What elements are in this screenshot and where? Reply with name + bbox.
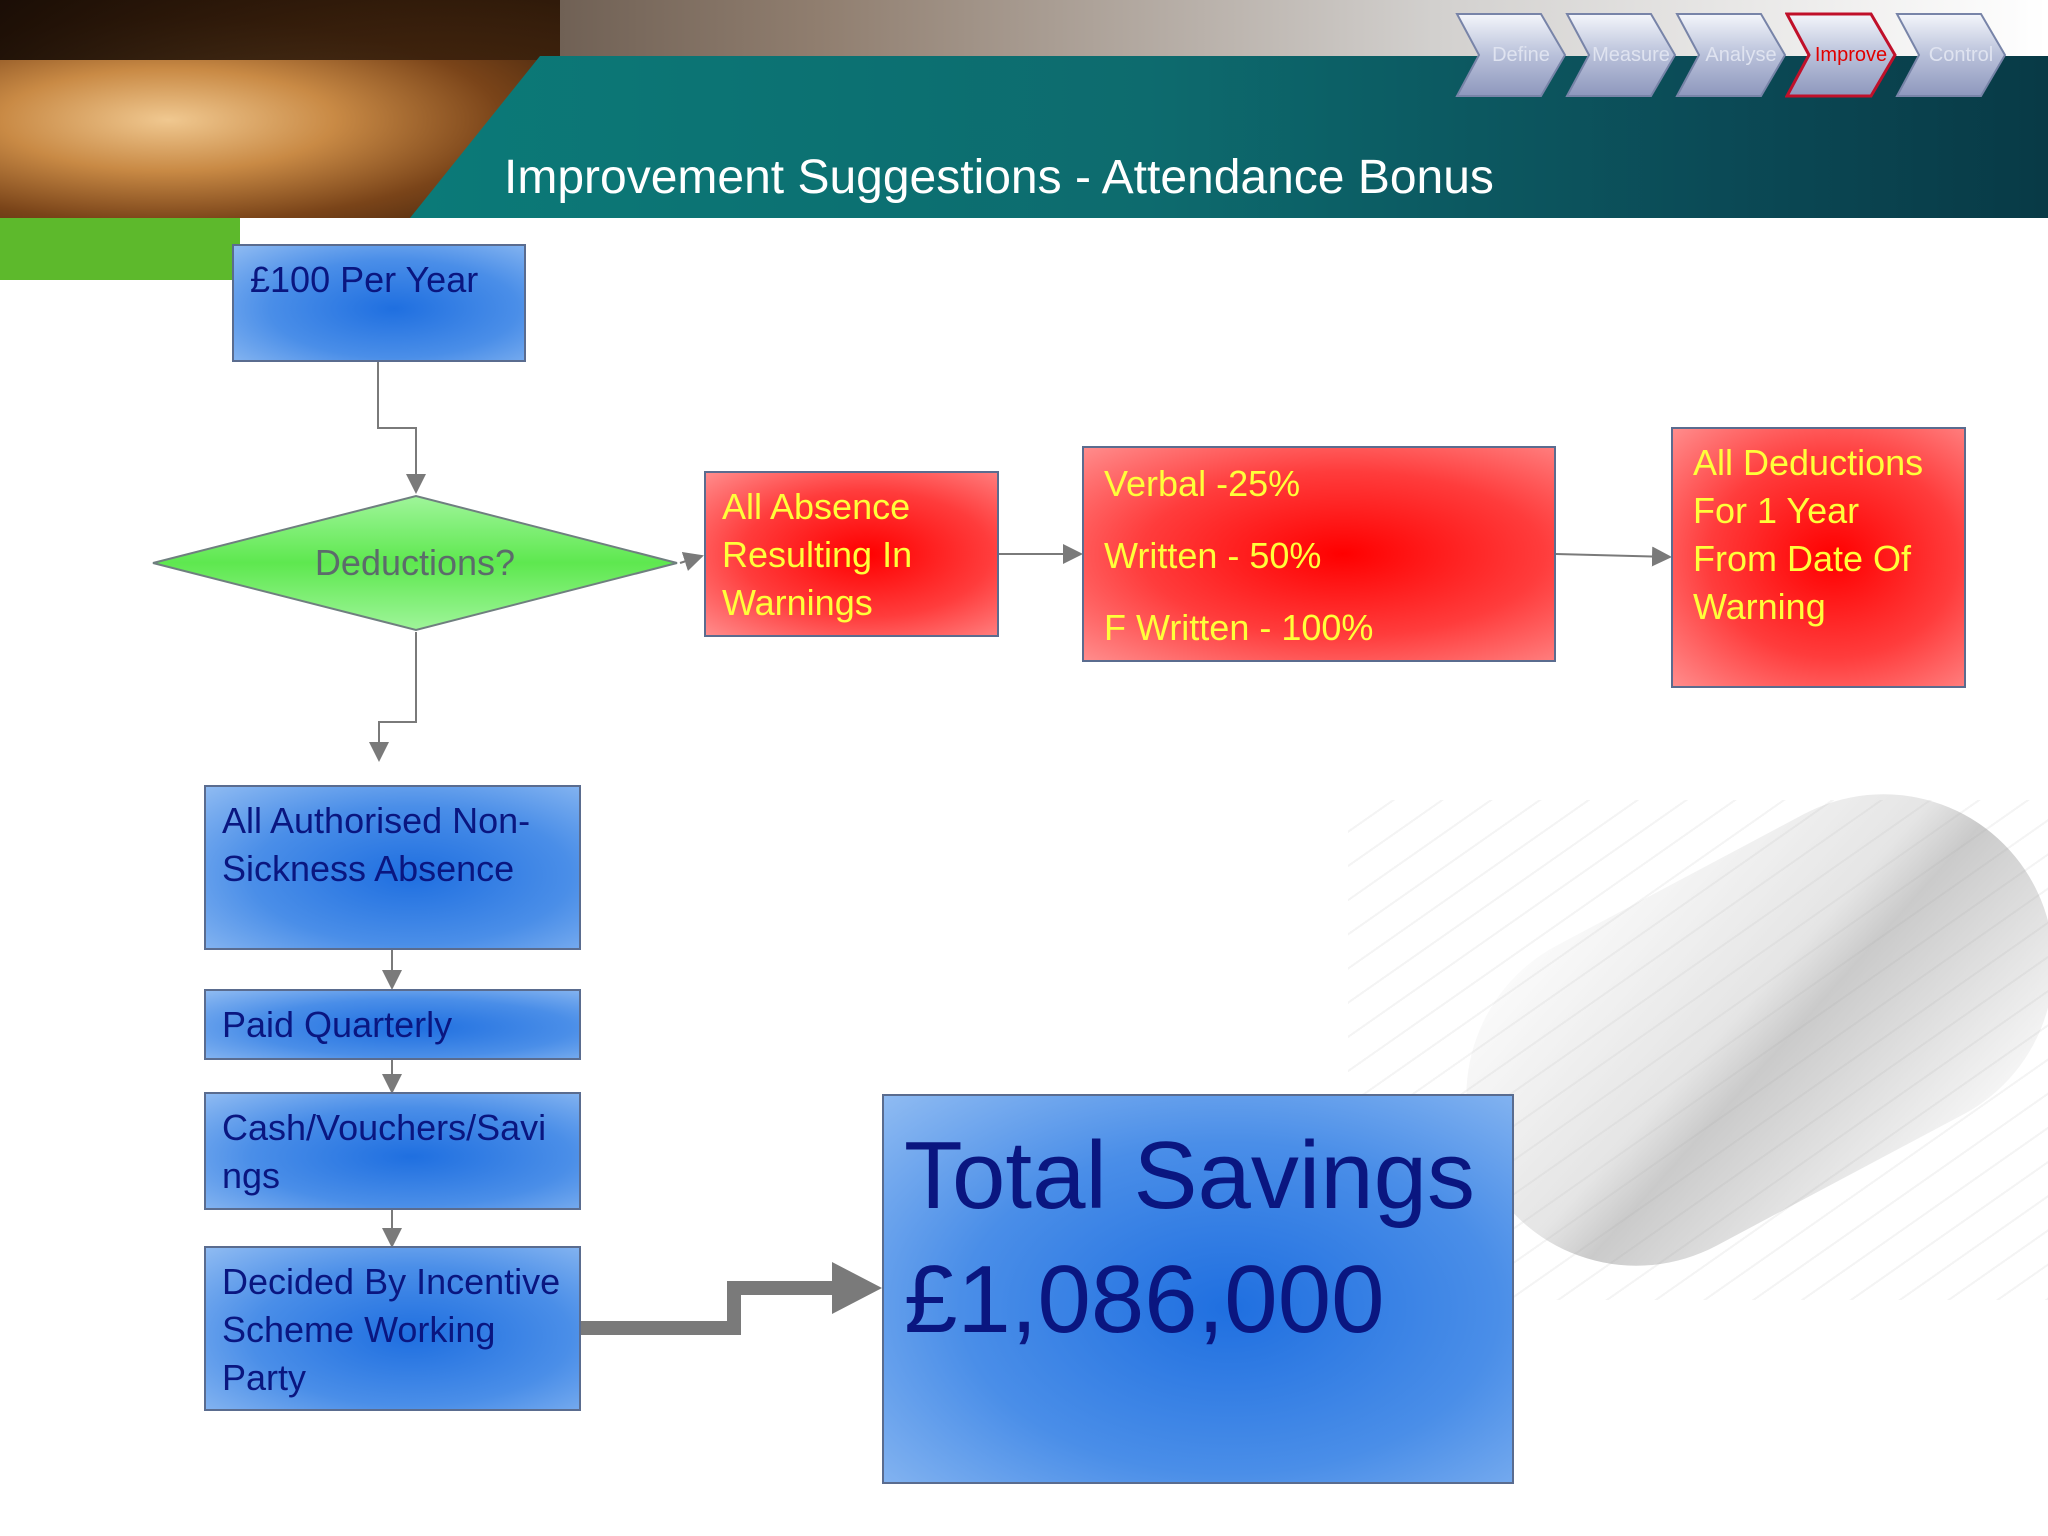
- start-box: £100 Per Year: [232, 244, 526, 362]
- decided-by-text: Decided By Incentive Scheme Working Part…: [222, 1261, 561, 1398]
- decided-by-box: Decided By Incentive Scheme Working Part…: [204, 1246, 581, 1411]
- deduction-period-text: All Deductions For 1 Year From Date Of W…: [1693, 442, 1924, 627]
- deduction-period-box: All Deductions For 1 Year From Date Of W…: [1671, 427, 1966, 688]
- method-box: Cash/Vouchers/Savings: [204, 1092, 581, 1210]
- decision-diamond: Deductions?: [150, 494, 680, 632]
- nav-step-label: Control: [1928, 44, 1994, 66]
- start-text: £100 Per Year: [250, 259, 479, 300]
- decision-text: Deductions?: [314, 542, 516, 583]
- total-label: Total Savings: [904, 1122, 1475, 1229]
- slide-title: Improvement Suggestions - Attendance Bon…: [504, 151, 1494, 204]
- rates-box: Verbal -25% Written - 50% F Written - 10…: [1082, 446, 1556, 662]
- nav-step-measure[interactable]: Measure: [1565, 12, 1677, 98]
- method-text: Cash/Vouchers/Savings: [222, 1107, 547, 1196]
- title-band: [410, 56, 2048, 218]
- connector-rates-to-period: [1555, 546, 1672, 567]
- payment-text: Paid Quarterly: [222, 1004, 453, 1045]
- connector-decision-to-warnings: [679, 551, 704, 571]
- warnings-text: All Absence Resulting In Warnings: [722, 486, 913, 623]
- dmaic-nav: Define Measure Analyse Improve Control: [1455, 12, 2007, 98]
- nav-step-label: Measure: [1592, 44, 1670, 66]
- nav-step-analyse[interactable]: Analyse: [1675, 12, 1787, 98]
- connector-start-to-decision: [377, 362, 426, 494]
- total-arrowhead: [832, 1262, 882, 1314]
- connector-decision-to-absence: [369, 632, 417, 762]
- nav-step-define[interactable]: Define: [1455, 12, 1567, 98]
- nav-step-label: Improve: [1814, 44, 1888, 66]
- rate-written: Written - 50%: [1104, 535, 1322, 576]
- nav-step-control[interactable]: Control: [1895, 12, 2007, 98]
- payment-box: Paid Quarterly: [204, 989, 581, 1060]
- absence-text: All Authorised Non- Sickness Absence: [222, 800, 531, 889]
- total-savings-box: Total Savings £1,086,000: [882, 1094, 1514, 1484]
- accent-band: [0, 218, 240, 280]
- rate-final-written: F Written - 100%: [1104, 607, 1374, 648]
- absence-box: All Authorised Non- Sickness Absence: [204, 785, 581, 950]
- nav-step-label: Analyse: [1705, 44, 1777, 66]
- connector-decided-to-total: [580, 1281, 836, 1335]
- warnings-box: All Absence Resulting In Warnings: [704, 471, 999, 637]
- rate-verbal: Verbal -25%: [1104, 463, 1301, 504]
- nav-step-improve[interactable]: Improve: [1785, 12, 1897, 98]
- nav-step-label: Define: [1492, 44, 1550, 66]
- total-value: £1,086,000: [904, 1246, 1385, 1353]
